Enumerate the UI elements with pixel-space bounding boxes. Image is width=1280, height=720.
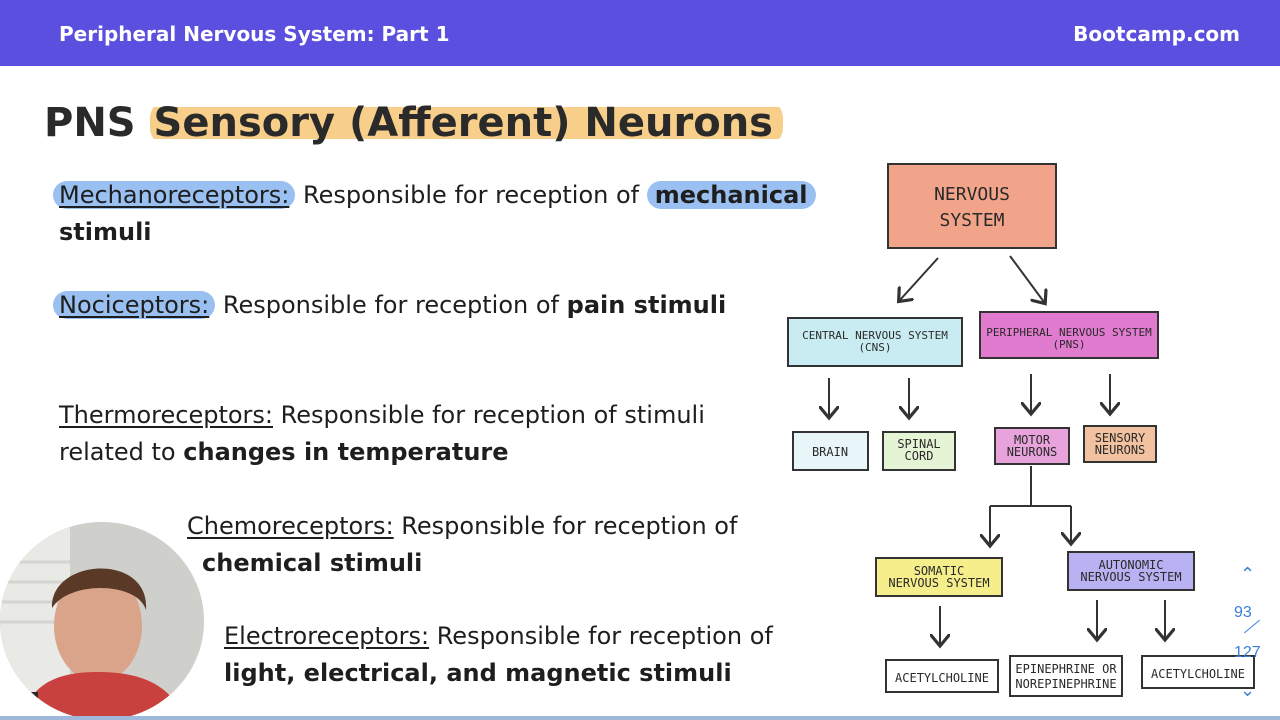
label-motor-2: NEURONS xyxy=(1007,445,1058,459)
label-brain: BRAIN xyxy=(812,445,848,459)
box-acetylcholine-1 xyxy=(885,659,999,693)
term-thermoreceptors: Thermoreceptors: xyxy=(59,401,273,429)
item-chemoreceptors: Chemoreceptors: Responsible for receptio… xyxy=(187,508,807,582)
label-motor-1: MOTOR xyxy=(1014,433,1051,447)
label-cns-2: (CNS) xyxy=(858,341,891,354)
term-chemoreceptors: Chemoreceptors: xyxy=(187,512,394,540)
slide-pager: ⌃ 93 127 ⌄ xyxy=(1230,560,1274,710)
item-bold: light, electrical, and magnetic stimuli xyxy=(224,659,732,687)
item-text-2: related to xyxy=(59,438,184,466)
slide-title: PNS Sensory (Afferent) Neurons xyxy=(44,100,783,146)
item-text: Responsible for reception of xyxy=(295,181,647,209)
label-somatic-2: NERVOUS SYSTEM xyxy=(888,576,989,590)
item-bold: changes in temperature xyxy=(183,438,509,466)
brand-name[interactable]: Bootcamp.com xyxy=(1073,22,1240,46)
term-mechanoreceptors: Mechanoreceptors: xyxy=(59,181,290,209)
item-text: Responsible for reception of xyxy=(215,291,567,319)
item-thermoreceptors: Thermoreceptors: Responsible for recepti… xyxy=(59,397,779,471)
arrow-to-pns xyxy=(1009,255,1044,302)
box-somatic xyxy=(875,557,1003,597)
chevron-up-icon[interactable]: ⌃ xyxy=(1240,564,1256,584)
item-mechanoreceptors: Mechanoreceptors: Responsible for recept… xyxy=(53,177,849,251)
item-bold-2: stimuli xyxy=(59,218,152,246)
label-autonomic-2: NERVOUS SYSTEM xyxy=(1080,570,1181,584)
box-nervous-system xyxy=(887,163,1057,249)
bottom-border xyxy=(0,716,1280,720)
item-bold: chemical stimuli xyxy=(202,549,423,577)
top-bar: Peripheral Nervous System: Part 1 Bootca… xyxy=(0,0,1280,66)
item-text: Responsible for reception of xyxy=(429,622,773,650)
box-cns xyxy=(787,317,963,367)
box-epinephrine xyxy=(1009,655,1123,697)
total-slide-number: 127 xyxy=(1234,644,1261,661)
item-electroreceptors: Electroreceptors: Responsible for recept… xyxy=(224,618,824,692)
label-autonomic-1: AUTONOMIC xyxy=(1098,558,1163,572)
term-nociceptors: Nociceptors: xyxy=(59,291,210,319)
box-sensory-neurons xyxy=(1083,425,1157,463)
label-pns-2: (PNS) xyxy=(1052,338,1085,351)
box-brain xyxy=(792,431,869,471)
item-text: Responsible for reception of xyxy=(393,512,738,540)
box-spinal-cord xyxy=(882,431,956,471)
term-electroreceptors: Electroreceptors: xyxy=(224,622,430,650)
box-motor-neurons xyxy=(994,427,1070,465)
label-sensory-2: NEURONS xyxy=(1095,443,1146,457)
item-nociceptors: Nociceptors: Responsible for reception o… xyxy=(53,287,819,324)
label-sensory-1: SENSORY xyxy=(1095,431,1146,445)
label-nervous-1: NERVOUS xyxy=(934,184,1010,205)
label-cns-1: CENTRAL NERVOUS SYSTEM xyxy=(802,329,948,342)
item-bold: pain stimuli xyxy=(566,291,727,319)
presenter-webcam xyxy=(0,522,204,720)
presenter-avatar-icon xyxy=(0,522,204,720)
label-epinephrine-2: NOREPINEPHRINE xyxy=(1015,677,1116,691)
slide-title-highlight: Sensory (Afferent) Neurons xyxy=(149,100,783,146)
box-pns xyxy=(979,311,1159,359)
label-epinephrine-1: EPINEPHRINE OR xyxy=(1015,662,1117,676)
label-spinal-1: SPINAL xyxy=(897,437,940,451)
item-bold: mechanical xyxy=(646,181,816,209)
slide-title-prefix: PNS xyxy=(44,100,136,146)
item-text: Responsible for reception of stimuli xyxy=(273,401,705,429)
chevron-down-icon[interactable]: ⌄ xyxy=(1240,680,1256,700)
label-nervous-2: SYSTEM xyxy=(939,210,1004,231)
arrow-to-cns xyxy=(900,257,939,300)
label-spinal-2: CORD xyxy=(905,449,934,463)
label-somatic-1: SOMATIC xyxy=(914,564,965,578)
box-autonomic xyxy=(1067,551,1195,591)
course-title: Peripheral Nervous System: Part 1 xyxy=(59,22,450,46)
current-slide-number: 93 xyxy=(1234,604,1252,621)
label-acetylcholine-1: ACETYLCHOLINE xyxy=(895,671,989,685)
label-pns-1: PERIPHERAL NERVOUS SYSTEM xyxy=(986,326,1152,339)
